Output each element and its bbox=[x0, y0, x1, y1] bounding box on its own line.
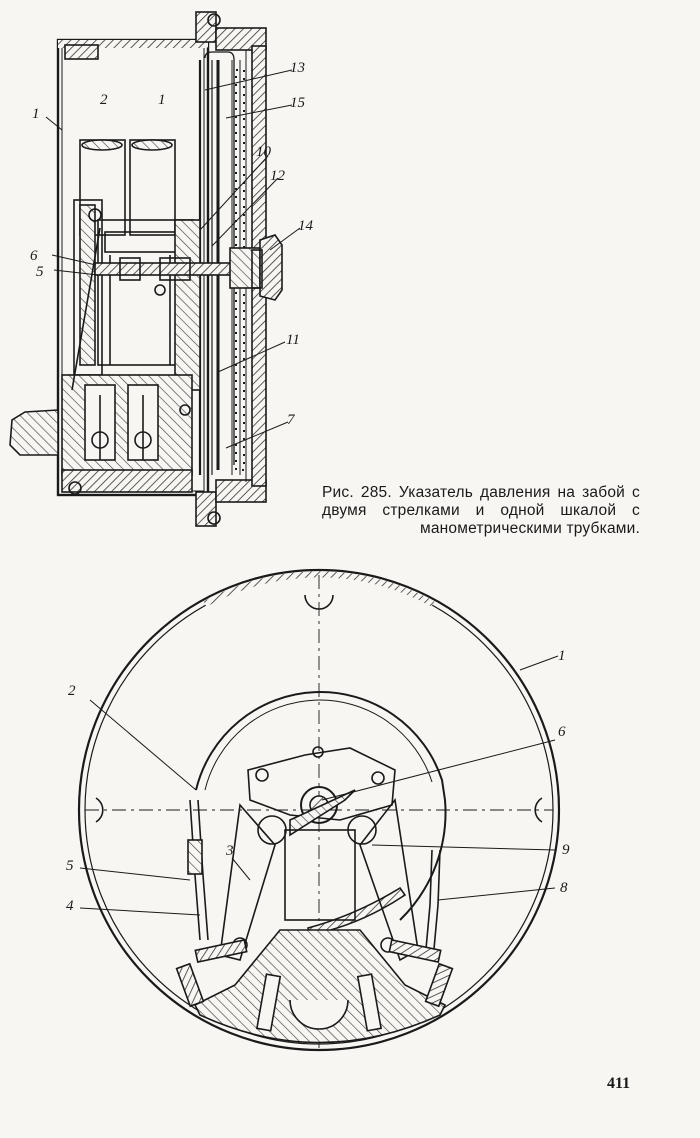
label-front-2: 2 bbox=[68, 683, 76, 699]
label-side-11: 11 bbox=[286, 332, 300, 348]
label-side-7: 7 bbox=[287, 412, 296, 428]
adjust-knob bbox=[260, 235, 282, 300]
lever-left bbox=[220, 805, 275, 960]
front-view-labels: 1 2 6 3 9 5 4 8 bbox=[66, 648, 570, 914]
cable-gland bbox=[10, 410, 58, 455]
side-section-view bbox=[10, 12, 300, 526]
scale-sector bbox=[308, 888, 405, 935]
label-side-10: 10 bbox=[256, 144, 272, 160]
label-side-1a: 1 bbox=[32, 106, 40, 122]
label-side-2: 2 bbox=[100, 92, 108, 108]
label-side-12: 12 bbox=[270, 168, 286, 184]
label-front-8: 8 bbox=[560, 880, 568, 896]
label-side-5: 5 bbox=[36, 264, 44, 280]
label-side-14: 14 bbox=[298, 218, 314, 234]
label-front-9: 9 bbox=[562, 842, 570, 858]
front-view bbox=[79, 570, 559, 1050]
label-side-15: 15 bbox=[290, 95, 306, 111]
label-front-3: 3 bbox=[225, 843, 234, 859]
label-side-13: 13 bbox=[290, 60, 305, 76]
figure-caption: Рис. 285. Указатель давления на забой с … bbox=[322, 484, 640, 538]
label-side-1b: 1 bbox=[158, 92, 166, 108]
label-front-1: 1 bbox=[558, 648, 566, 664]
label-front-4: 4 bbox=[66, 898, 74, 914]
label-front-5: 5 bbox=[66, 858, 74, 874]
label-front-6: 6 bbox=[558, 724, 566, 740]
page-number: 411 bbox=[607, 1075, 630, 1093]
label-side-6: 6 bbox=[30, 248, 38, 264]
lever-right bbox=[360, 800, 418, 960]
